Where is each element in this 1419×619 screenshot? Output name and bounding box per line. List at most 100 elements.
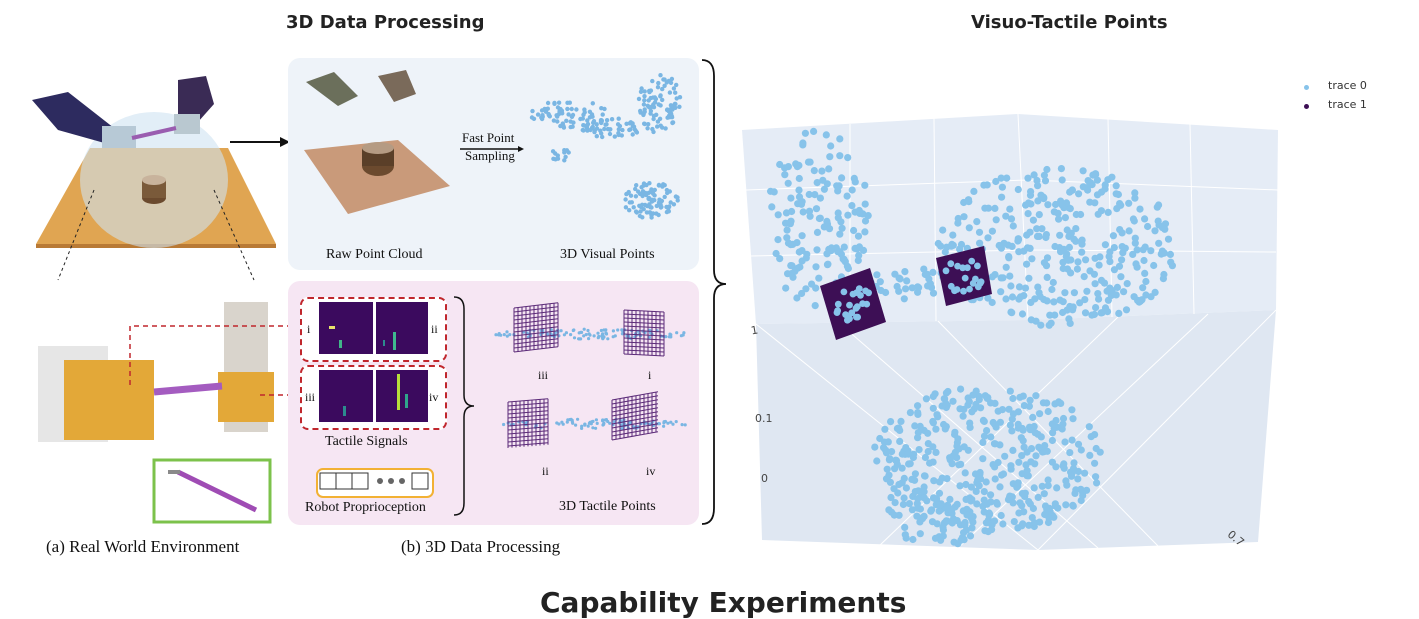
trace0-point — [964, 264, 971, 272]
visual-point — [660, 97, 665, 103]
trace0-point — [1029, 216, 1037, 224]
visual-point — [617, 123, 623, 129]
trace0-point — [1106, 258, 1114, 266]
trace0-point — [961, 521, 969, 529]
visual-point — [555, 105, 561, 110]
trace0-point — [1086, 198, 1094, 206]
trace0-point — [1062, 501, 1070, 509]
visual-point — [570, 112, 576, 118]
trace0-point — [963, 511, 971, 519]
trace0-point — [1047, 319, 1055, 327]
plot-legend[interactable]: trace 0 trace 1 — [1300, 79, 1380, 119]
trace0-point — [823, 217, 831, 225]
trace0-point — [969, 391, 977, 399]
visual-point — [599, 120, 604, 126]
tactile-tool-point — [680, 423, 684, 427]
trace0-point — [1117, 273, 1125, 281]
trace0-point — [1129, 215, 1137, 223]
trace0-point — [1023, 260, 1031, 268]
trace0-point — [901, 523, 909, 531]
trace0-point — [913, 512, 921, 520]
trace0-point — [984, 234, 992, 242]
visuo-tactile-3d-plot[interactable] — [738, 110, 1298, 550]
tactile-tool-point — [668, 332, 672, 336]
trace0-point — [1125, 199, 1133, 207]
visual-point — [616, 116, 621, 121]
trace0-point — [1031, 295, 1039, 303]
tactile-tool-point — [587, 337, 591, 341]
trace0-point — [1101, 241, 1109, 249]
trace0-point — [1093, 176, 1101, 184]
visual-point — [620, 127, 625, 133]
trace0-point — [1044, 407, 1052, 416]
trace0-point — [914, 410, 922, 418]
trace0-point — [984, 204, 993, 212]
visual-point — [644, 210, 650, 215]
trace0-point — [1033, 176, 1041, 185]
trace0-point — [883, 465, 891, 473]
visual-point — [609, 117, 615, 122]
trace0-point — [1015, 295, 1023, 303]
trace0-point — [1004, 241, 1012, 249]
trace0-point — [1015, 283, 1024, 291]
trace0-point — [1069, 464, 1078, 473]
visual-point — [654, 211, 659, 216]
trace0-point — [998, 193, 1006, 201]
trace0-point — [1078, 240, 1086, 248]
trace0-point — [1120, 288, 1128, 296]
tactile-label-ii: ii — [431, 322, 438, 336]
trace0-point — [1062, 253, 1070, 261]
visual-point — [673, 105, 678, 110]
trace0-point — [932, 448, 940, 456]
trace0-point — [1086, 181, 1094, 189]
trace0-point — [1066, 319, 1074, 327]
visual-point — [565, 100, 570, 105]
trace0-point — [1167, 258, 1175, 266]
trace0-point — [1014, 185, 1022, 194]
trace0-point — [1133, 263, 1141, 271]
trace0-point — [904, 450, 912, 458]
visual-point — [642, 121, 647, 127]
tactile-tool-point — [601, 419, 605, 423]
trace0-point — [906, 409, 914, 417]
trace0-point — [905, 500, 913, 508]
trace0-point — [1029, 413, 1037, 421]
trace0-point — [1131, 194, 1139, 202]
trace0-point — [987, 433, 995, 441]
trace0-point — [887, 418, 895, 426]
trace0-point — [911, 422, 919, 430]
trace0-point — [990, 517, 999, 525]
trace0-point — [910, 450, 918, 458]
trace0-point — [1007, 308, 1015, 316]
tactile-label-iii: iii — [305, 390, 316, 404]
trace0-point — [1090, 270, 1098, 278]
visual-point — [667, 189, 672, 194]
visual-point — [562, 158, 567, 163]
tactile-tool-point — [669, 335, 673, 339]
trace0-point — [1004, 496, 1013, 504]
visual-point — [639, 185, 644, 190]
trace0-point — [905, 460, 913, 468]
trace0-point — [827, 142, 835, 150]
tactile-patch-iv — [611, 391, 659, 441]
trace0-point — [1061, 438, 1069, 446]
visual-point — [648, 111, 653, 116]
section-heading-capability: Capability Experiments — [540, 586, 907, 619]
trace0-point — [791, 267, 799, 275]
trace0-point — [929, 289, 938, 297]
trace0-point — [939, 226, 947, 234]
trace0-point — [1027, 316, 1035, 324]
trace0-point — [853, 313, 860, 321]
visual-point — [641, 112, 646, 118]
trace0-point — [793, 239, 801, 247]
trace0-point — [924, 429, 932, 437]
tactile-tool-point — [576, 417, 580, 421]
trace0-point — [799, 141, 807, 149]
visual-point — [623, 197, 628, 202]
tactile-patch-iii — [513, 302, 559, 353]
trace0-point — [990, 420, 999, 428]
trace0-point — [1014, 420, 1022, 428]
trace0-point — [887, 493, 895, 502]
visual-point — [646, 122, 651, 127]
trace0-point — [1054, 504, 1062, 512]
